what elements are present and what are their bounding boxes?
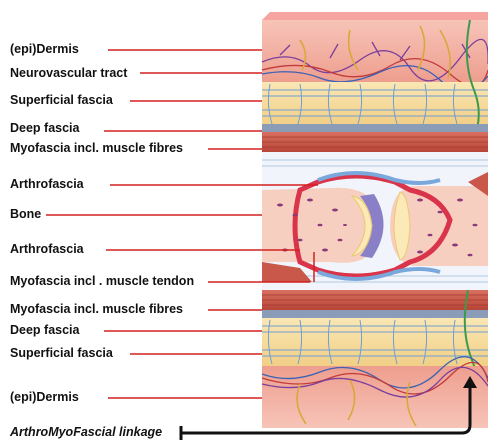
deep-fascia-top	[262, 124, 488, 132]
label-myofascia-fibres-top: Myofascia incl. muscle fibres	[10, 141, 183, 155]
label-superficial-fascia-bottom: Superficial fascia	[10, 346, 113, 360]
skin-bottom	[262, 366, 488, 428]
block-top-face	[262, 12, 488, 20]
label-myofascia-fibres-bottom: Myofascia incl. muscle fibres	[10, 302, 183, 316]
label-superficial-fascia-top: Superficial fascia	[10, 93, 113, 107]
label-neurovascular-tract: Neurovascular tract	[10, 66, 127, 80]
label-deep-fascia-top: Deep fascia	[10, 121, 79, 135]
label-epidermis-bottom: (epi)Dermis	[10, 390, 79, 404]
label-bone: Bone	[10, 207, 41, 221]
label-myofascia-tendon: Myofascia incl . muscle tendon	[10, 274, 194, 288]
label-linkage: ArthroMyoFascial linkage	[10, 425, 162, 439]
label-arthrofascia-top: Arthrofascia	[10, 177, 84, 191]
label-arthrofascia-bottom: Arthrofascia	[10, 242, 84, 256]
label-deep-fascia-bottom: Deep fascia	[10, 323, 79, 337]
deep-fascia-bottom	[262, 310, 488, 318]
label-epidermis-top: (epi)Dermis	[10, 42, 79, 56]
